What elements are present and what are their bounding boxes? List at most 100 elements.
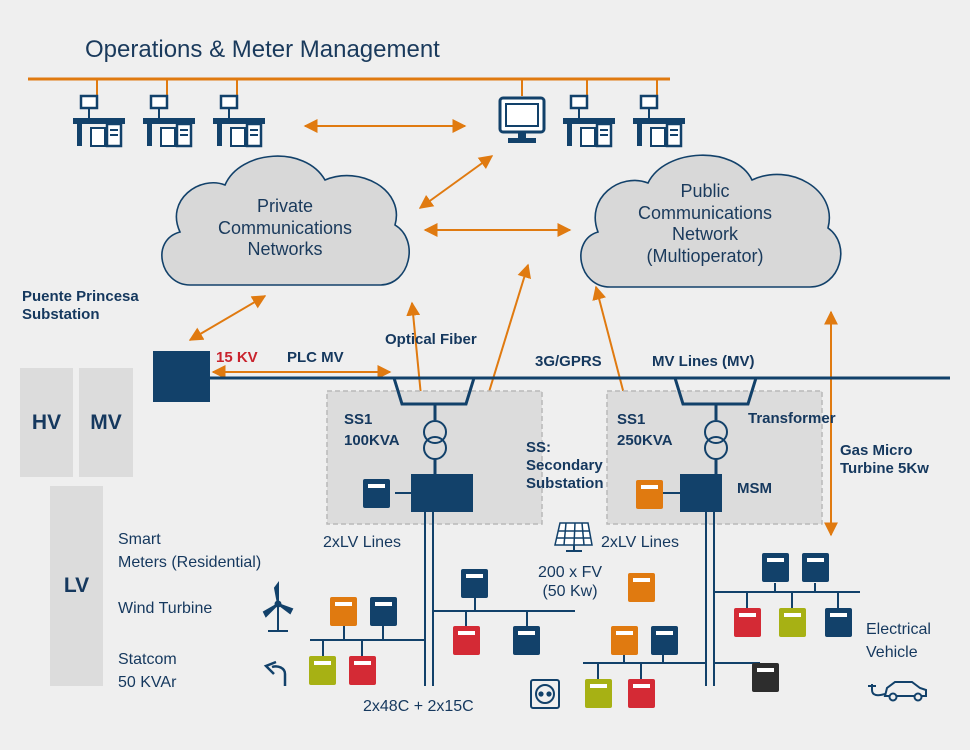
transformer-label: Transformer [748,410,836,427]
ss1-250kva-label: SS1 250KVA [617,409,673,451]
label-line: Vehicle [866,644,918,662]
label-line: Meters (Residential) [118,554,262,572]
label-line: Statcom [118,651,177,668]
operations-bus [28,77,670,96]
power-outlet-icon [530,679,560,709]
meter-display [458,631,475,635]
smart-meter [628,679,655,708]
label-line: Turbine 5Kw [840,460,929,477]
smart-meter [370,597,397,626]
mv-lines-label: MV Lines (MV) [652,353,755,370]
meter-display [784,613,801,617]
smart-meter [752,663,779,692]
label-line: Puente Princesa [22,288,139,305]
gas-turbine-label: Gas Micro Turbine 5Kw [840,442,929,478]
smart-meter [349,656,376,685]
meter-display [830,613,847,617]
lv-lines-label-2: 2xLV Lines [601,534,679,551]
meter-display [807,558,824,562]
computer-workstation-icon [631,94,687,148]
cloud-text-line: Communications [217,217,353,238]
smart-meter [309,656,336,685]
label-line: 50 KVAr [118,674,177,692]
meter-display [641,485,658,489]
label-line: Secondary [526,457,603,474]
meter-display [656,631,673,635]
meter-display [375,602,392,606]
lv-panel: LV [50,486,103,686]
smart-meter [453,626,480,655]
label-line: (50 Kw) [542,583,598,601]
public-network-cloud [580,154,842,288]
meter-display [466,574,483,578]
hv-panel: HV [20,368,73,477]
statcom-legend: Statcom 50 KVAr [118,648,177,694]
meter-display [633,684,650,688]
ss1-100kva-label: SS1 100KVA [344,409,400,451]
data-concentrator [411,474,473,512]
transformer-icon [423,420,447,474]
substation-label: Puente Princesa Substation [22,288,139,324]
transformer-icon [704,420,728,474]
substation-block [153,351,210,402]
public-cloud-label: Public Communications Network (Multioper… [615,181,795,267]
label-line: SS1 [617,411,646,428]
computer-workstation-icon [211,94,267,148]
cloud-text-line: (Multioperator) [646,245,764,266]
communication-links [188,119,838,537]
fv-label: 200 x FV (50 Kw) [530,563,610,601]
meter-display [354,661,371,665]
smart-meter [330,597,357,626]
monitor-icon [498,96,546,143]
label-line: 250KVA [617,432,673,449]
label-line: 200 x FV [537,564,603,581]
smart-meter [363,479,390,508]
mv-panel: MV [79,368,133,477]
cloud-text-line: Private [256,196,314,216]
computer-workstation-icon [71,94,127,148]
cables-label: 2x48C + 2x15C [363,698,474,715]
electric-car-icon [868,681,927,702]
cloud-text-line: Network [671,224,738,245]
smart-meter [762,553,789,582]
gprs-label: 3G/GPRS [535,353,602,370]
meter-display [739,613,756,617]
lv-lines-label-1: 2xLV Lines [323,534,401,551]
label-line: 100KVA [344,432,400,449]
smart-meter [461,569,488,598]
smart-meter [585,679,612,708]
smart-meter [734,608,761,637]
computer-workstation-icon [141,94,197,148]
cloud-text-line: Networks [247,239,323,260]
smart-meter [825,608,852,637]
lv-network-2 [583,492,860,686]
kv-label: 15 KV [216,349,258,366]
meter-display [616,631,633,635]
page-title: Operations & Meter Management [85,36,440,63]
private-cloud-label: Private Communications Networks [205,196,365,261]
private-network-cloud [161,155,410,286]
msm-label: MSM [737,480,772,497]
smart-meter [802,553,829,582]
smart-meter [611,626,638,655]
label-line: Gas Micro [840,442,913,459]
secondary-substation-label: SS: Secondary Substation [526,439,604,493]
lv-network-1 [310,492,575,686]
meter-display [518,631,535,635]
label-line: Substation [526,475,604,492]
cloud-text-line: Communications [637,202,773,223]
cloud-text-line: Public [680,181,730,201]
meter-display [767,558,784,562]
label-line: Smart [118,531,161,548]
meter-display [757,668,774,672]
statcom-icon [263,660,287,686]
meter-display [633,578,650,582]
smart-meter [628,573,655,602]
meter-display [368,484,385,488]
label-line: SS: [526,439,552,456]
smart-meter [636,480,663,509]
plc-label: PLC MV [287,349,344,366]
label-line: SS1 [344,411,373,428]
wind-turbine-legend: Wind Turbine [118,600,213,617]
